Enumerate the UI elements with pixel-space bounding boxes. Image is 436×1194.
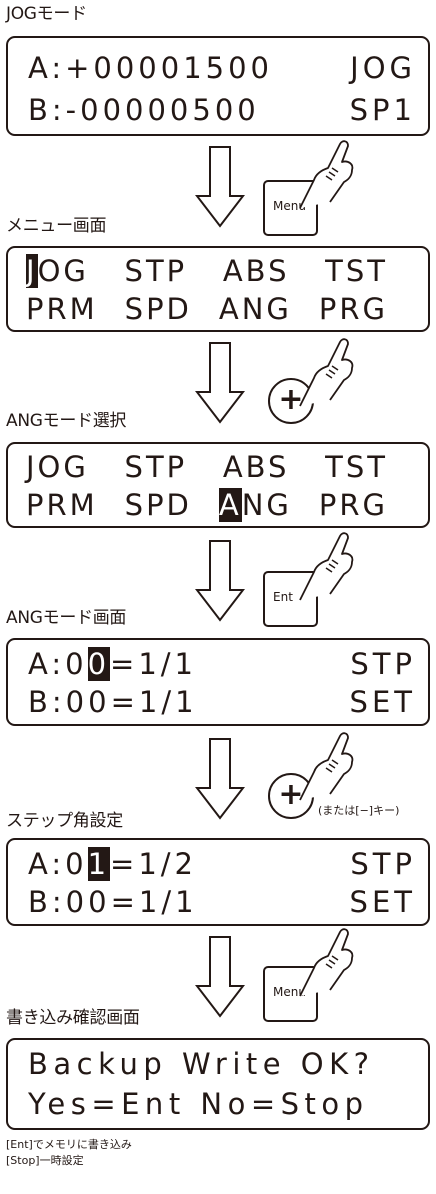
pointing-hand-icon — [299, 338, 354, 407]
down-arrow-icon — [195, 146, 245, 228]
lcd-write-confirm: Backup Write OK? Yes=Ent No=Stop — [6, 1038, 430, 1130]
lcd-step-angle: A:01=1/2 STP B:00=1/1 SET — [6, 838, 430, 926]
lcd-ang-screen: A:00=1/1 STP B:00=1/1 SET — [6, 638, 430, 726]
lcd-line-a-prefix: A:0 — [28, 847, 88, 881]
plus-key-label: + — [278, 382, 304, 417]
lcd-line-b-mode: SET — [349, 885, 416, 919]
down-arrow-icon — [195, 936, 245, 1018]
menu-item-spd: SPD — [124, 488, 192, 522]
lcd-line-a: A:+00001500 — [28, 51, 274, 85]
menu-item-tst: TST — [325, 450, 388, 484]
lcd-line-a-mode: STP — [350, 647, 416, 681]
menu-cursor: J — [26, 254, 38, 288]
menu-item-stp: STP — [124, 254, 188, 288]
pointing-hand-icon — [299, 532, 354, 601]
lcd-line-a-prefix: A:0 — [28, 647, 88, 681]
caption-write-confirm: 書き込み確認画面 — [6, 1008, 140, 1028]
caption-ang-select: ANGモード選択 — [6, 411, 127, 431]
menu-item-abs: ABS — [222, 450, 290, 484]
caption-ang-screen: ANGモード画面 — [6, 608, 127, 628]
menu-item-prm: PRM — [26, 292, 98, 326]
lcd-ang-select: JOG STP ABS TST PRM SPD ANG PRG — [6, 442, 430, 528]
menu-key: Menu — [263, 966, 318, 1022]
menu-key-label: Menu — [273, 985, 306, 999]
lcd-line-b: B:-00000500 — [28, 93, 260, 127]
menu-item-jog: JOG — [26, 450, 89, 484]
menu-item-prm: PRM — [26, 488, 98, 522]
down-arrow-icon — [195, 738, 245, 820]
lcd-menu-screen: JOG STP ABS TST PRM SPD ANG PRG — [6, 246, 430, 332]
menu-item-abs: ABS — [222, 254, 290, 288]
lcd-cursor: 0 — [87, 647, 111, 681]
lcd-line-a: Backup Write OK? — [28, 1047, 375, 1081]
caption-jog-mode: JOGモード — [6, 4, 87, 24]
menu-item-prg: PRG — [318, 488, 388, 522]
lcd-line-a-mode: JOG — [350, 51, 416, 85]
minus-key-note: (または[−]キー) — [318, 804, 400, 817]
caption-step-angle: ステップ角設定 — [6, 811, 123, 831]
lcd-line-b-mode: SET — [349, 685, 416, 719]
pointing-hand-icon — [299, 732, 354, 801]
plus-key-label: + — [278, 777, 304, 812]
menu-item-jog: JOG — [26, 254, 89, 288]
menu-item-ang: ANG — [218, 292, 292, 326]
lcd-line-b: B:00=1/1 — [28, 685, 198, 719]
menu-key-label: Menu — [273, 199, 306, 213]
lcd-line-a-suffix: =1/2 — [110, 847, 197, 881]
lcd-line-b: Yes=Ent No=Stop — [28, 1087, 369, 1121]
down-arrow-icon — [195, 540, 245, 622]
lcd-cursor: 1 — [87, 847, 111, 881]
menu-item-stp: STP — [124, 450, 188, 484]
pointing-hand-icon — [299, 928, 354, 997]
ent-key-label: Ent — [273, 590, 293, 604]
lcd-line-a-mode: STP — [350, 847, 416, 881]
lcd-line-a-suffix: =1/1 — [110, 647, 197, 681]
caption-menu-screen: メニュー画面 — [6, 216, 107, 236]
footer-note-ent: [Ent]でメモリに書き込み — [6, 1138, 132, 1151]
pointing-hand-icon — [299, 140, 354, 209]
lcd-line-b: B:00=1/1 — [28, 885, 198, 919]
menu-cursor: A — [218, 488, 242, 522]
menu-item-spd: SPD — [124, 292, 192, 326]
lcd-jog-mode: A:+00001500 JOG B:-00000500 SP1 — [6, 36, 430, 136]
lcd-line-b-mode: SP1 — [349, 93, 416, 127]
menu-item-prg: PRG — [318, 292, 388, 326]
down-arrow-icon — [195, 342, 245, 424]
menu-item-tst: TST — [325, 254, 388, 288]
menu-item-ang: ANG — [218, 488, 292, 522]
footer-note-stop: [Stop]一時設定 — [6, 1154, 84, 1167]
